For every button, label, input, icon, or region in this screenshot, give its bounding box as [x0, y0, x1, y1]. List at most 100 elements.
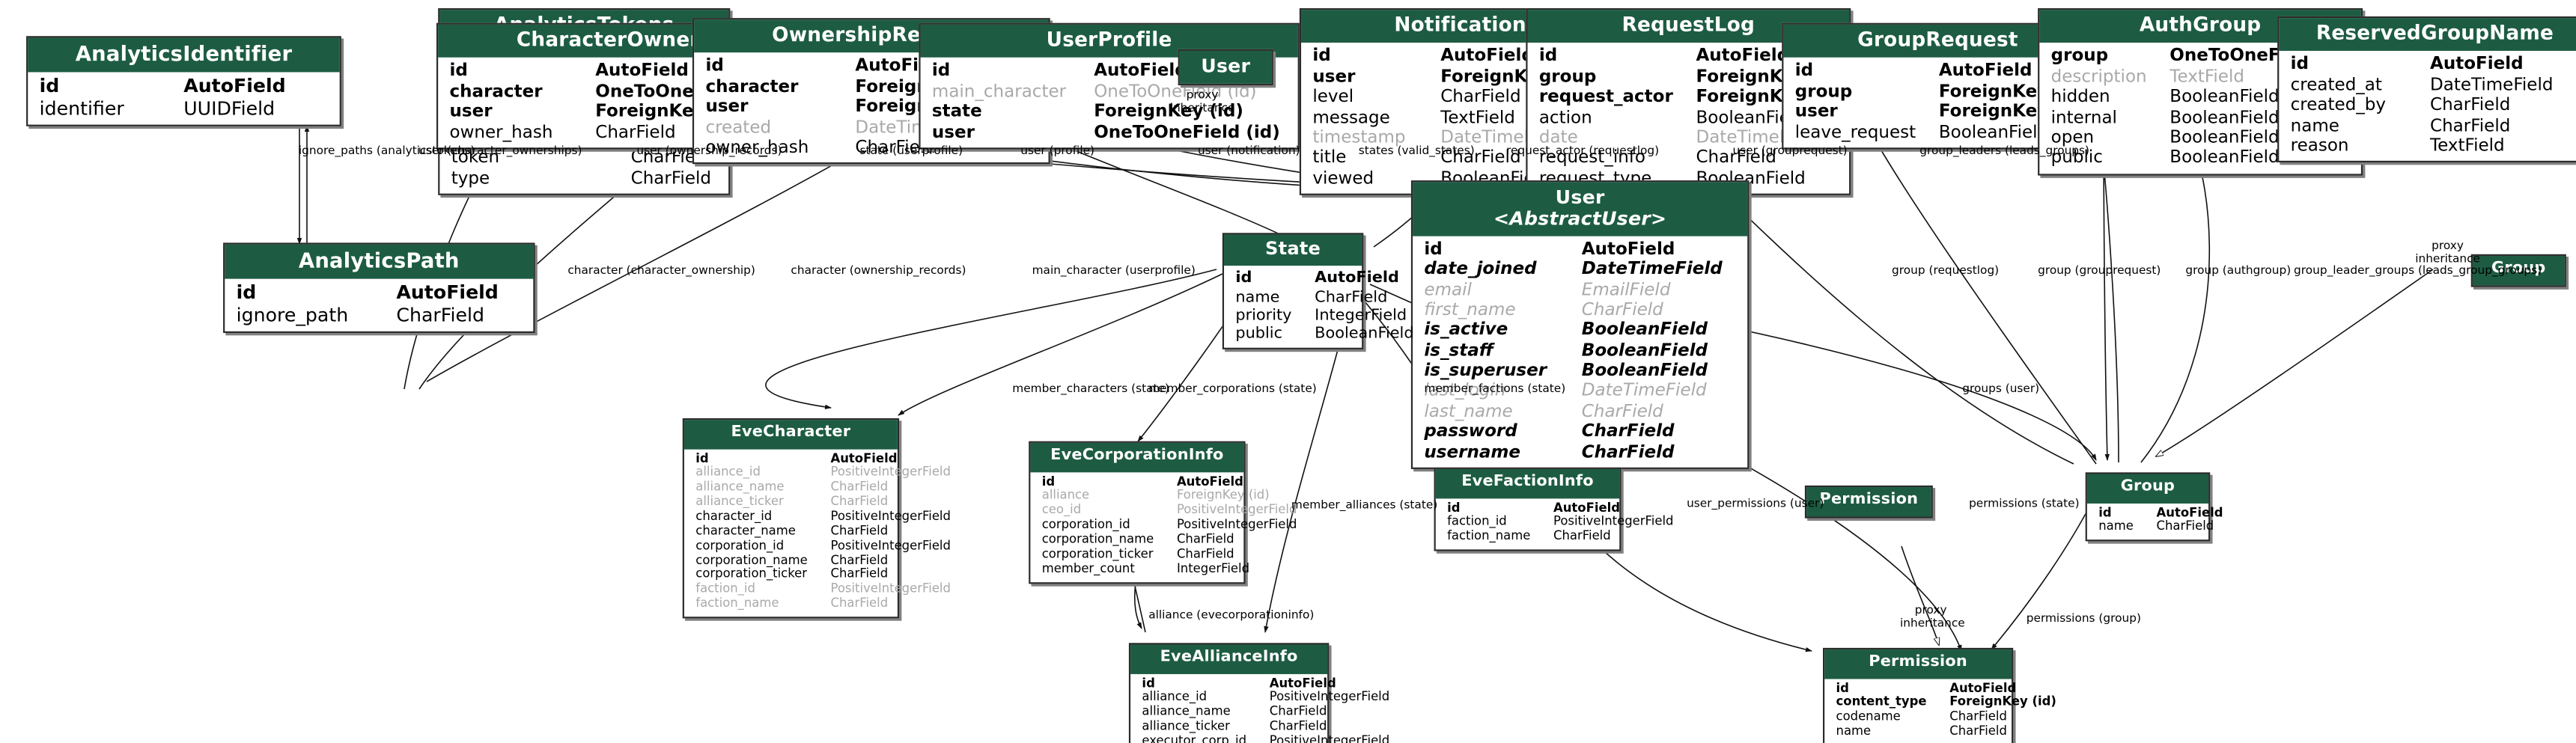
field-name: open	[2050, 127, 2095, 148]
model-name: User	[1201, 54, 1251, 78]
field-type: CharField	[1269, 704, 1327, 719]
field-name: owner_hash	[705, 137, 809, 158]
model-name: AuthGroup	[2139, 13, 2262, 37]
model-title: Group	[2472, 255, 2565, 285]
field-type: CharField	[1581, 299, 1663, 320]
field-type: PositiveIntegerField	[830, 581, 951, 596]
field-name: created	[705, 117, 772, 138]
field-name: id	[705, 56, 724, 76]
model-name: Group	[2120, 477, 2175, 495]
model-title: State	[1224, 234, 1362, 266]
model-title: UserProfile	[920, 24, 1298, 58]
model-box-group_plain[interactable]: Group	[2470, 254, 2566, 287]
field-name: request_info	[1538, 147, 1645, 168]
field-name: id	[1424, 239, 1443, 259]
edge-label: user_permissions (user)	[1687, 497, 1824, 510]
field-name: id	[1447, 499, 1461, 515]
model-name: AnalyticsIdentifier	[75, 40, 293, 66]
model-field-row: created_at DateTimeField	[2279, 75, 2576, 95]
edge-label: ignore_paths (analyticstokens)	[298, 144, 475, 158]
field-type: TextField	[2430, 135, 2505, 156]
edge-label: character (character_ownership)	[567, 263, 755, 278]
field-name: user	[705, 97, 749, 117]
field-name: corporation_id	[695, 537, 785, 553]
field-type: AutoField	[1094, 61, 1187, 82]
model-title: EveAllianceInfo	[1130, 644, 1328, 674]
model-name: State	[1264, 237, 1321, 260]
field-type: OneToOneField (id)	[1094, 122, 1280, 142]
field-name: identifier	[39, 96, 124, 120]
model-name: Permission	[1819, 490, 1919, 509]
model-box-user_plain[interactable]: User	[1178, 49, 1273, 85]
edge-label: user (character_ownerships)	[418, 144, 582, 158]
field-name: id	[1794, 61, 1814, 82]
field-type: CharField	[830, 551, 889, 567]
field-type: CharField	[2430, 115, 2511, 135]
model-title: User	[1179, 50, 1272, 84]
field-type: PositiveIntegerField	[830, 508, 951, 524]
field-type: AutoField	[1696, 46, 1790, 67]
field-type: CharField	[1440, 147, 1521, 168]
model-name: Permission	[1869, 652, 1967, 671]
edge-label: alliance (evecorporationinfo)	[1148, 608, 1315, 622]
field-name: public	[1235, 324, 1283, 343]
model-title: Permission	[1824, 649, 2012, 679]
field-name: user	[931, 122, 975, 142]
edge-label: member_corporations (state)	[1148, 382, 1317, 396]
field-type: AutoField	[595, 61, 689, 82]
field-name: id	[236, 280, 257, 304]
field-type: ForeignKey (id)	[1176, 488, 1270, 503]
model-title: AnalyticsIdentifier	[28, 37, 340, 73]
field-name: created_at	[2290, 75, 2382, 95]
edge-label: inheritance	[1900, 617, 1965, 630]
field-name: date	[1538, 127, 1578, 148]
field-name: owner_hash	[449, 122, 553, 142]
field-type: CharField	[1440, 87, 1521, 107]
edge-label: states (valid_states)	[1358, 144, 1475, 158]
edge-label: user (notification)	[1197, 144, 1300, 158]
model-box-permission_proxy[interactable]: Permission	[1804, 485, 1933, 518]
field-type: CharField	[1581, 401, 1663, 421]
field-type: DateTimeField	[2430, 75, 2554, 95]
